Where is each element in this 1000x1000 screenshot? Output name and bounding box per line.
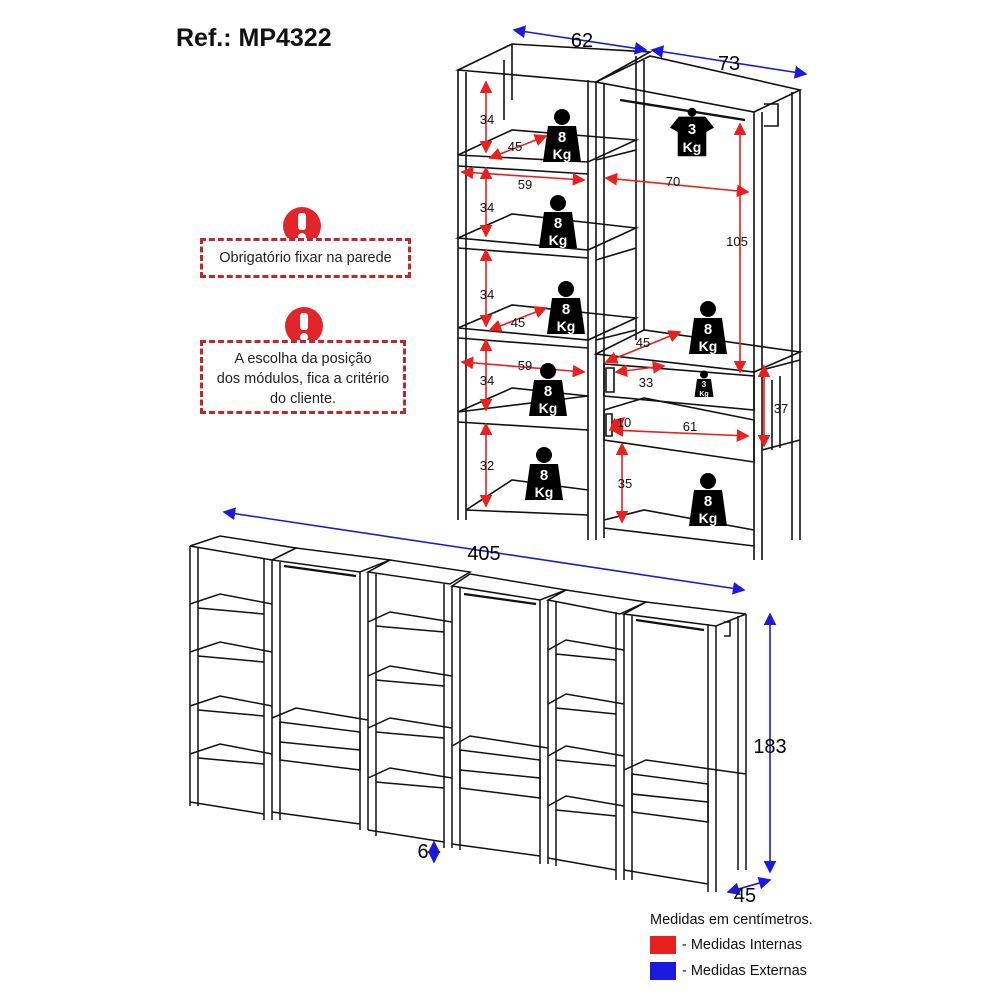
dim-right-depth: 45 xyxy=(636,335,650,350)
warning-wall-fixing-text: Obrigatório fixar na parede xyxy=(219,250,392,266)
dim-left-width-1: 59 xyxy=(518,177,532,192)
reference-code: Ref.: MP4322 xyxy=(176,24,332,52)
warning-line: dos módulos, fica a critério xyxy=(216,371,390,387)
dim-left-h1: 34 xyxy=(480,112,494,127)
svg-text:Kg: Kg xyxy=(539,400,558,416)
dim-drawer-depth: 33 xyxy=(639,375,653,390)
svg-text:Kg: Kg xyxy=(535,484,554,500)
svg-text:Kg: Kg xyxy=(699,510,718,526)
svg-text:8: 8 xyxy=(558,129,566,146)
dim-bottom-niche-height: 35 xyxy=(618,476,632,491)
external-dimensions-bottom xyxy=(222,507,777,896)
dim-foot-height: 6 xyxy=(417,841,428,863)
weight-icon-7: 8 Kg xyxy=(689,473,727,526)
dim-left-h5: 32 xyxy=(480,458,494,473)
legend-swatch-blue xyxy=(650,962,676,980)
svg-text:3: 3 xyxy=(702,380,707,389)
dim-drawer-block-height: 37 xyxy=(774,401,788,416)
dim-top-width-left: 62 xyxy=(571,30,593,52)
dim-left-h3: 34 xyxy=(480,287,494,302)
svg-text:8: 8 xyxy=(704,321,712,338)
internal-dimension-labels: 34 34 34 34 32 45 45 59 59 70 105 45 33 … xyxy=(480,112,788,491)
dim-left-depth-2: 45 xyxy=(511,315,525,330)
drawer-weight-icon: 3 Kg xyxy=(694,370,714,398)
svg-text:Kg: Kg xyxy=(699,391,708,398)
dim-drawer-width: 61 xyxy=(683,419,697,434)
weight-icon-1: 8 Kg xyxy=(543,109,581,162)
weight-icons: 8 Kg 8 Kg 8 Kg 8 Kg 8 Kg 8 Kg xyxy=(525,107,727,526)
warning-line: do cliente. xyxy=(269,391,337,407)
svg-text:8: 8 xyxy=(704,493,712,510)
dim-drawer-front: 10 xyxy=(617,415,631,430)
weight-icon-2: 8 Kg xyxy=(539,195,577,248)
dim-left-width-2: 59 xyxy=(518,358,532,373)
svg-text:8: 8 xyxy=(554,215,562,232)
dim-left-h2: 34 xyxy=(480,200,494,215)
dim-right-width: 70 xyxy=(666,174,680,189)
hanger-weight-icon: 3 Kg xyxy=(670,107,714,157)
legend-swatch-red xyxy=(650,936,676,954)
svg-text:Kg: Kg xyxy=(557,318,576,334)
legend-item-external: - Medidas Externas xyxy=(650,962,813,980)
dim-left-h4: 34 xyxy=(480,373,494,388)
svg-text:Kg: Kg xyxy=(549,232,568,248)
warning-line: A escolha da posição xyxy=(234,351,372,367)
legend-item-internal: - Medidas Internas xyxy=(650,936,813,954)
internal-dimensions xyxy=(460,80,771,524)
legend-title: Medidas em centímetros. xyxy=(650,912,813,928)
legend: Medidas em centímetros. - Medidas Intern… xyxy=(650,912,813,980)
legend-label: - Medidas Internas xyxy=(682,937,803,953)
svg-text:8: 8 xyxy=(544,383,552,400)
dim-right-hang-height: 105 xyxy=(726,234,748,249)
svg-text:Kg: Kg xyxy=(553,146,572,162)
svg-text:3: 3 xyxy=(688,121,696,138)
external-dimensions-top xyxy=(512,25,808,79)
weight-icon-3: 8 Kg xyxy=(547,281,585,334)
bottom-full-set xyxy=(189,535,747,892)
svg-text:Kg: Kg xyxy=(699,338,718,354)
svg-text:8: 8 xyxy=(562,301,570,318)
warning-wall-fixing: Obrigatório fixar na parede xyxy=(200,238,411,278)
weight-icon-6: 8 Kg xyxy=(689,301,727,354)
dim-total-width: 405 xyxy=(467,543,500,565)
legend-label: - Medidas Externas xyxy=(682,963,807,979)
weight-icon-5: 8 Kg xyxy=(525,447,563,500)
weight-icon-4: 8 Kg xyxy=(529,363,567,416)
exclamation-icon xyxy=(285,307,323,345)
dim-top-width-right: 73 xyxy=(718,53,740,75)
dim-total-height: 183 xyxy=(753,736,786,758)
svg-text:Kg: Kg xyxy=(683,139,702,155)
dim-total-depth: 45 xyxy=(734,885,756,907)
warning-module-position: A escolha da posição dos módulos, fica a… xyxy=(200,340,406,414)
svg-text:8: 8 xyxy=(540,467,548,484)
dim-left-depth-1: 45 xyxy=(508,139,522,154)
